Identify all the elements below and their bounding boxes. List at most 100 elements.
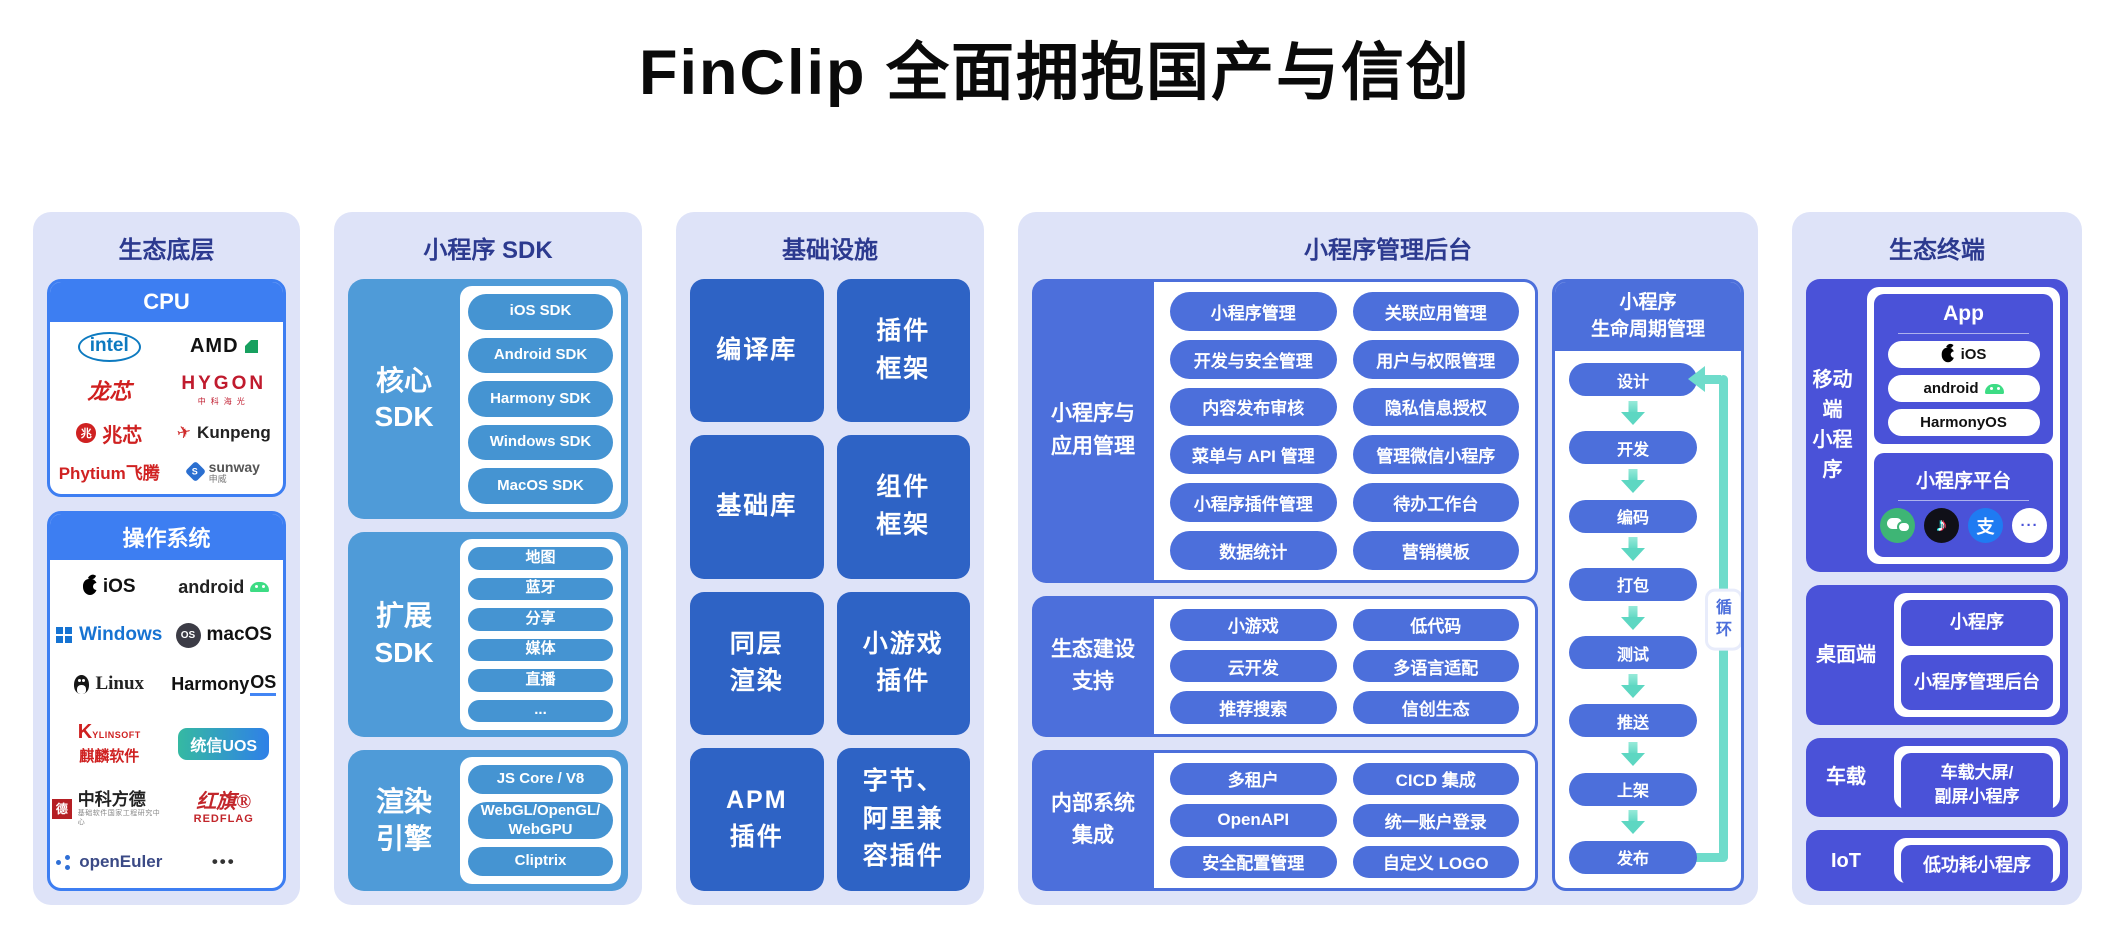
admin-group-label: 小程序与 应用管理 [1032, 279, 1154, 583]
divider [1898, 333, 2029, 334]
sdk-pill: 地图 [468, 547, 613, 570]
infra-tile: 插件 框架 [836, 279, 970, 423]
sdk-group-core: 核心 SDK iOS SDK Android SDK Harmony SDK W… [348, 279, 628, 519]
sdk-pill: Android SDK [468, 337, 613, 374]
openeuler-icon [56, 855, 73, 869]
lifecycle-step: 编码 [1569, 499, 1697, 533]
loop-line-bottom [1675, 853, 1723, 862]
lifecycle-panel: 小程序 生命周期管理 循环 设计 开发 编码 打包 测试 [1552, 279, 1744, 891]
macos-badge-icon: OS [175, 622, 201, 648]
logo-more: ••• [167, 839, 282, 884]
logo-redflag: 红旗®REDFLAG [193, 790, 254, 825]
admin-pill: 多租户 [1170, 762, 1337, 796]
admin-pill: 信创生态 [1352, 691, 1519, 724]
admin-pill: 隐私信息授权 [1352, 387, 1519, 427]
wechat-icon [1880, 508, 1915, 544]
terminal-block-iot: IoT 低功耗小程序 [1806, 830, 2068, 891]
admin-group-eco-support: 生态建设 支持 小游戏 低代码 云开发 多语言适配 推荐搜索 信创生态 [1032, 595, 1538, 737]
app-pill-harmonyos: HarmonyOS [1887, 409, 2040, 436]
logo-uos: 统信UOS [167, 709, 282, 779]
logo-openeuler: openEuler [52, 839, 167, 884]
flow-arrow-down-icon [1621, 606, 1645, 632]
fangde-seal-icon: 德 [52, 798, 72, 819]
flow-arrow-down-icon [1621, 674, 1645, 700]
ellipsis-icon: ••• [211, 851, 236, 871]
infra-tile: 组件 框架 [836, 435, 970, 579]
admin-pill: 内容发布审核 [1170, 387, 1337, 427]
admin-pill: 菜单与 API 管理 [1170, 435, 1337, 475]
sdk-pill: 蓝牙 [468, 577, 613, 600]
lifecycle-step: 打包 [1569, 567, 1697, 601]
apple-icon [82, 579, 100, 596]
sdk-group-render: 渲染 引擎 JS Core / V8 WebGL/OpenGL/ WebGPU … [348, 750, 628, 891]
admin-pill: 多语言适配 [1352, 649, 1519, 683]
logo-amd: AMD [167, 326, 282, 368]
logo-ios: iOS [52, 564, 167, 611]
panel-sdk: 小程序 SDK 核心 SDK iOS SDK Android SDK Harmo… [334, 212, 642, 905]
more-platforms-icon: ··· [2012, 508, 2047, 544]
flow-arrow-down-icon [1621, 810, 1645, 836]
admin-group-label: 生态建设 支持 [1032, 595, 1154, 737]
admin-pill: 小程序插件管理 [1170, 483, 1337, 522]
admin-pill: 用户与权限管理 [1352, 339, 1519, 379]
infra-tile: APM 插件 [690, 747, 824, 891]
admin-pill: 小游戏 [1170, 608, 1337, 641]
admin-group-label: 内部系统 集成 [1032, 749, 1154, 891]
app-box-title: App [1943, 302, 1984, 325]
terminal-block-mobile: 移动端 小程序 App iOS android HarmonyOS 小程序平台 [1806, 279, 2068, 572]
sdk-pill: 直播 [468, 669, 613, 692]
lifecycle-step: 上架 [1569, 772, 1697, 806]
terminal-block-vehicle: 车载 车载大屏/ 副屏小程序 [1806, 737, 2068, 818]
sdk-pill: 分享 [468, 608, 613, 631]
admin-pill: 统一账户登录 [1352, 804, 1519, 837]
divider [1898, 500, 2029, 502]
app-box: App iOS android HarmonyOS [1874, 294, 2053, 444]
admin-pill: CICD 集成 [1352, 762, 1519, 796]
terminal-label: 车载 [1826, 766, 1866, 789]
sdk-pill: 媒体 [468, 638, 613, 661]
logo-fangde: 德 中科方德基础软件国家工程研究中心 [52, 778, 167, 839]
terminal-label: IoT [1831, 849, 1861, 872]
cpu-header: CPU [50, 282, 283, 322]
android-robot-icon [250, 582, 270, 593]
sdk-render-label: 渲染 引擎 [375, 786, 432, 854]
infra-title: 基础设施 [782, 237, 878, 264]
apple-icon [1941, 347, 1957, 362]
logo-intel: intel [52, 326, 167, 368]
logo-phytium: Phytium飞腾 [58, 464, 160, 484]
logo-android: android [167, 564, 282, 611]
logo-zhaoxin: 兆兆芯 [52, 413, 167, 454]
linux-penguin-icon [74, 674, 90, 694]
sdk-pill: Windows SDK [468, 424, 613, 461]
douyin-icon: ♪ [1924, 508, 1959, 544]
admin-group-app-mgmt: 小程序与 应用管理 小程序管理 关联应用管理 开发与安全管理 用户与权限管理 内… [1032, 279, 1538, 583]
page-title: FinClip 全面拥抱国产与信创 [639, 38, 1471, 108]
sdk-pill: Harmony SDK [468, 381, 613, 417]
sdk-pill: iOS SDK [468, 294, 613, 330]
lifecycle-step: 推送 [1569, 704, 1697, 738]
admin-pill: 安全配置管理 [1170, 845, 1337, 878]
admin-pill: 数据统计 [1170, 530, 1337, 570]
panel-infra: 基础设施 编译库 插件 框架 基础库 组件 框架 同层 渲染 小游戏 插件 AP… [676, 212, 984, 905]
desktop-item: 小程序管理后台 [1901, 655, 2053, 710]
flow-arrow-down-icon [1621, 469, 1645, 495]
flow-arrow-down-icon [1621, 537, 1645, 563]
platform-box: 小程序平台 ♪ 支 ··· [1874, 453, 2053, 557]
admin-pill: 自定义 LOGO [1352, 845, 1519, 878]
lifecycle-step: 开发 [1569, 431, 1697, 465]
os-header: 操作系统 [50, 514, 283, 560]
admin-title: 小程序管理后台 [1304, 237, 1472, 264]
terminal-label: 移动端 小程序 [1812, 369, 1853, 482]
admin-pill: 关联应用管理 [1352, 292, 1519, 331]
admin-pill: 开发与安全管理 [1170, 339, 1337, 379]
flow-arrow-down-icon [1621, 401, 1645, 427]
panel-admin: 小程序管理后台 小程序与 应用管理 小程序管理 关联应用管理 开发与安全管理 用… [1018, 212, 1758, 905]
logo-kylinsoft: KYLINSOFT 麒麟软件 [77, 721, 141, 766]
